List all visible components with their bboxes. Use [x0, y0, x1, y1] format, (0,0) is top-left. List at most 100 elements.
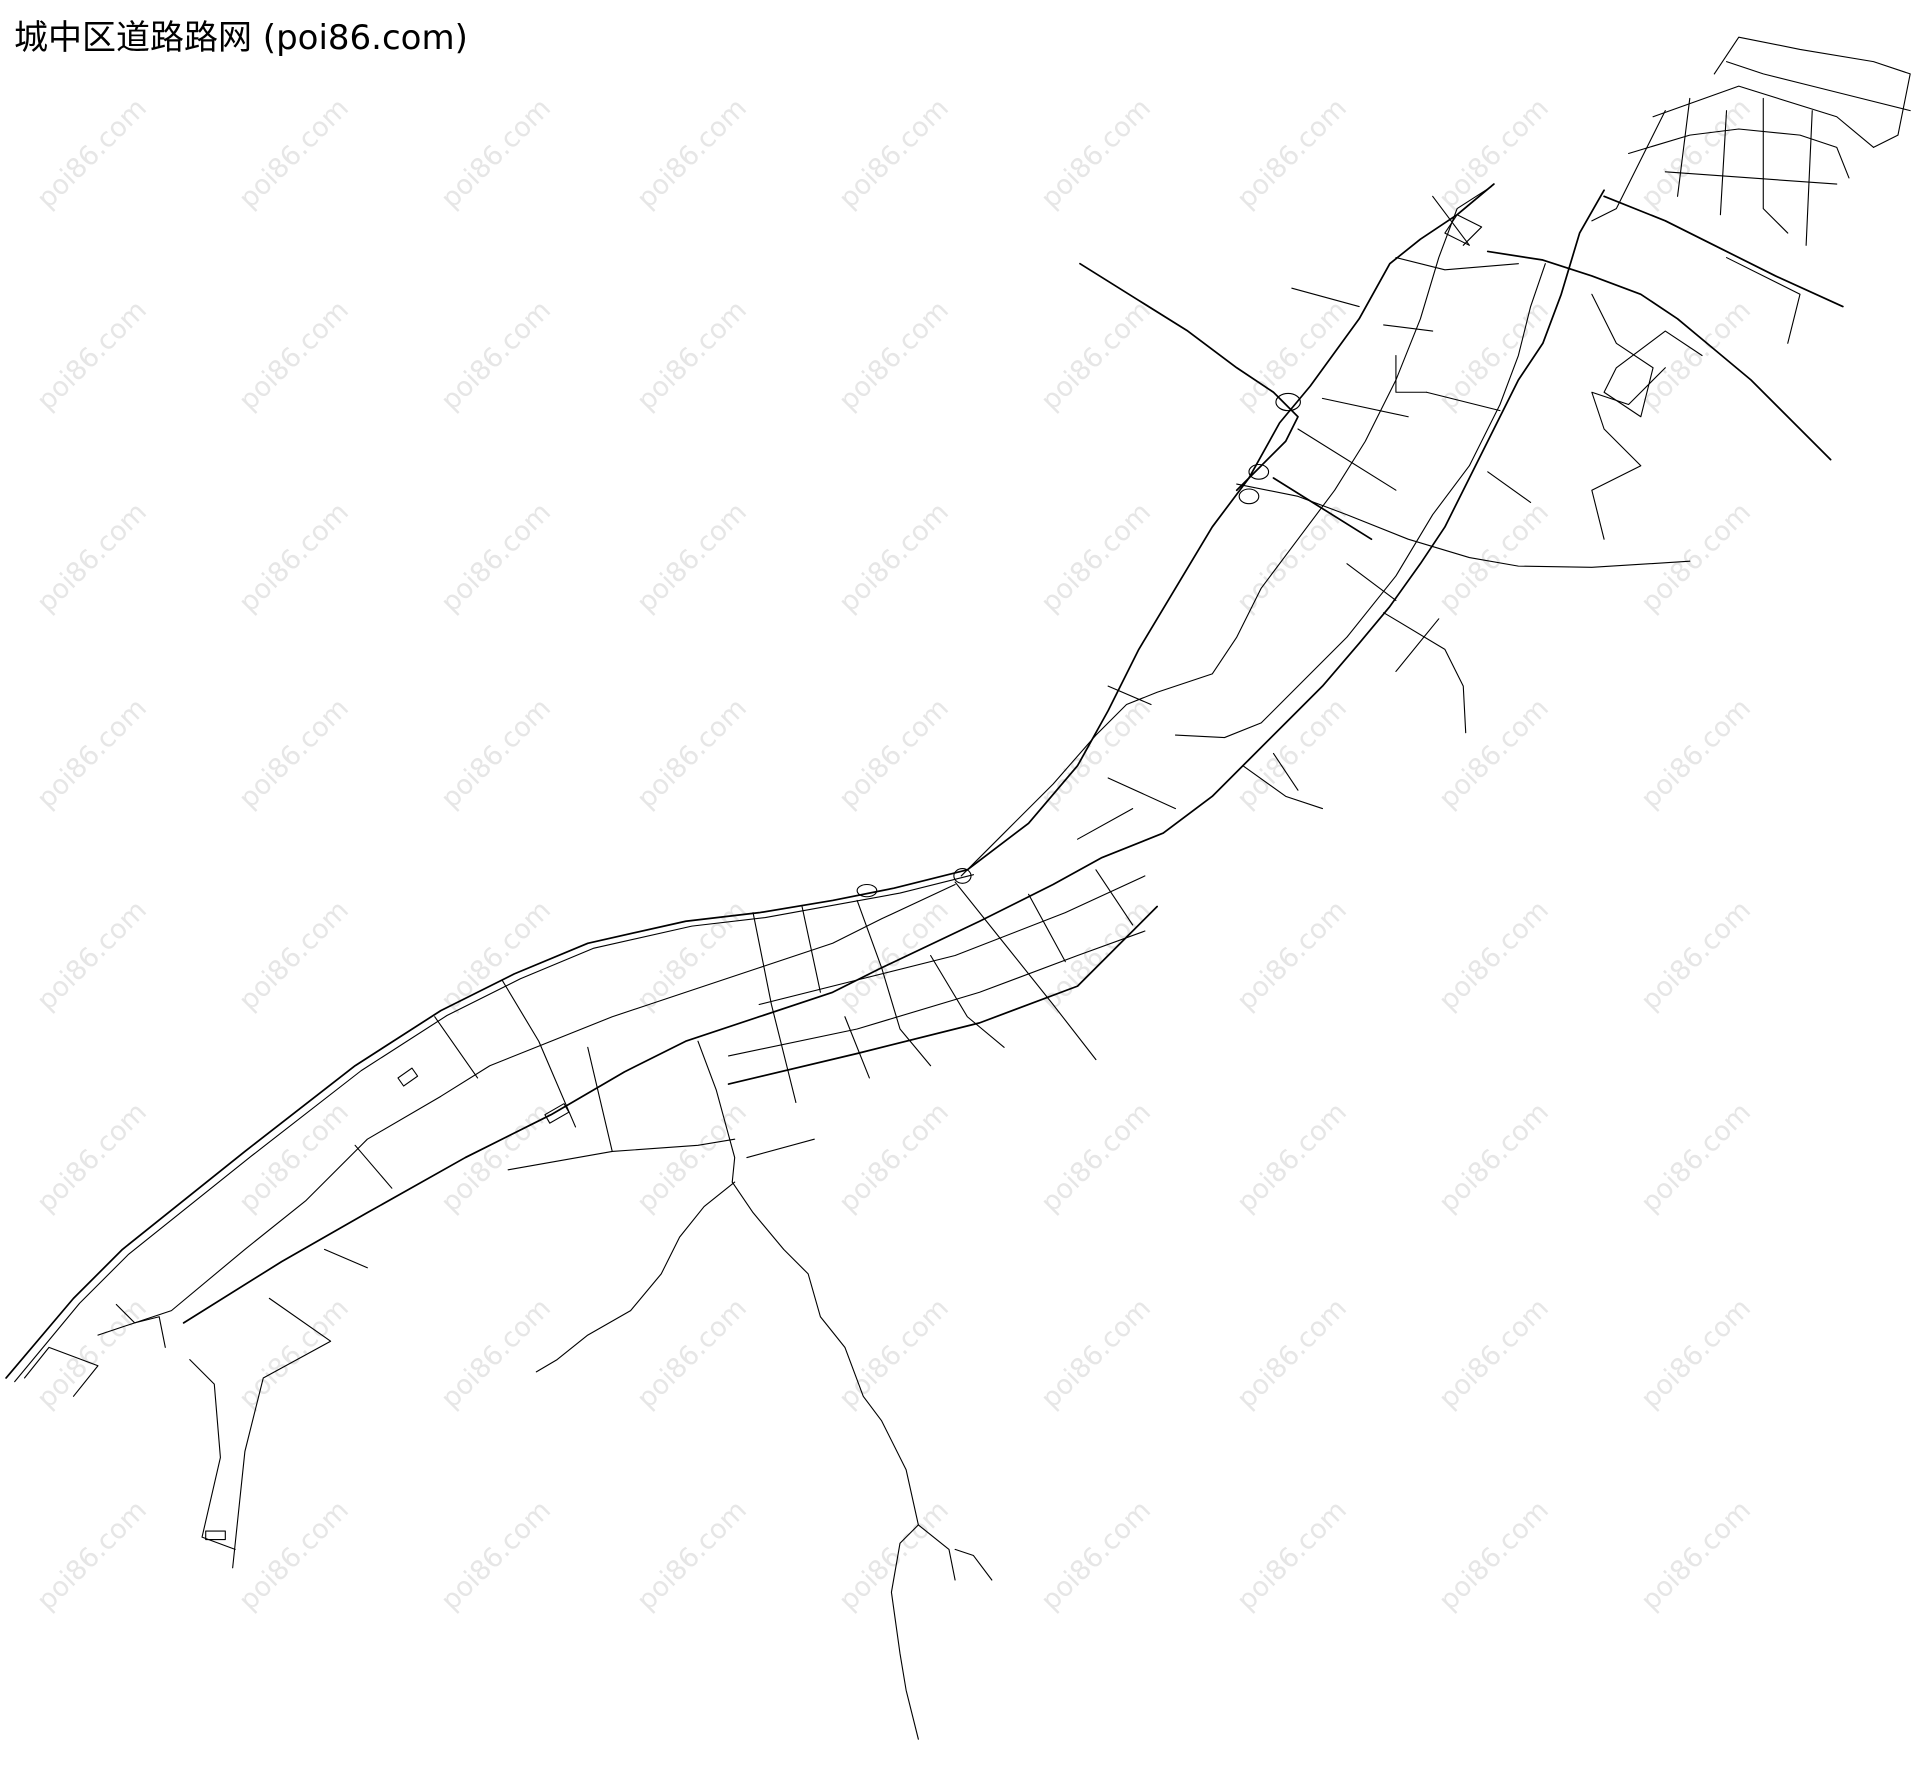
- northeast-grid-7: [1725, 257, 1801, 344]
- north-cross-2: [1395, 257, 1519, 271]
- watermark-text: poi86.com: [233, 1293, 355, 1415]
- watermark-text: poi86.com: [833, 1293, 955, 1415]
- northeast-road-3: [1725, 61, 1911, 112]
- watermark-text: poi86.com: [435, 295, 557, 417]
- watermark-text: poi86.com: [833, 497, 955, 619]
- watermark-text: poi86.com: [435, 895, 557, 1017]
- watermark-text: poi86.com: [1035, 295, 1157, 417]
- watermark-text: poi86.com: [833, 693, 955, 815]
- watermark-text: poi86.com: [1433, 895, 1555, 1017]
- west-side-road-2: [1107, 777, 1177, 810]
- grid-cross-1: [752, 912, 797, 1104]
- watermark-text: poi86.com: [435, 497, 557, 619]
- north-cross-8: [1272, 477, 1373, 541]
- watermark-text: poi86.com: [1231, 1293, 1353, 1415]
- watermark-text: poi86.com: [1433, 1495, 1555, 1617]
- curved-road: [960, 185, 1492, 877]
- watermark-text: poi86.com: [233, 895, 355, 1017]
- interchange-loop-4: [953, 868, 972, 884]
- watermark-text: poi86.com: [631, 1293, 753, 1415]
- main-axis-road: [182, 189, 1605, 1324]
- grid-cross-7: [1095, 869, 1134, 926]
- watermark-text: poi86.com: [233, 1495, 355, 1617]
- watermark-text: poi86.com: [1231, 1097, 1353, 1219]
- watermark-text: poi86.com: [631, 693, 753, 815]
- northeast-grid-6: [1591, 110, 1666, 222]
- map-title: 城中区道路路网 (poi86.com): [14, 18, 468, 58]
- loop-road: [1174, 263, 1546, 739]
- north-cross-9: [1346, 563, 1397, 601]
- mountain-road-south: [731, 1181, 919, 1740]
- grid-cross-6: [1028, 893, 1066, 963]
- watermark-text: poi86.com: [31, 497, 153, 619]
- north-cross-7: [1297, 428, 1397, 491]
- east-side-road-2: [1272, 752, 1299, 791]
- watermark-text: poi86.com: [31, 295, 153, 417]
- watermark-text: poi86.com: [1433, 93, 1555, 215]
- watermark-text: poi86.com: [631, 1495, 753, 1617]
- interchange-loop-1: [1275, 392, 1301, 412]
- watermark-text: poi86.com: [31, 1293, 153, 1415]
- watermark-text: poi86.com: [631, 295, 753, 417]
- town-road-8: [323, 1248, 368, 1269]
- north-cross-4: [1395, 354, 1428, 393]
- east-spur-2: [1395, 618, 1440, 672]
- town-road-7: [354, 1144, 393, 1189]
- northeast-grid-3: [1719, 110, 1728, 216]
- watermark-text: poi86.com: [435, 1495, 557, 1617]
- highway-north: [5, 183, 1495, 1379]
- watermark-text: poi86.com: [1433, 693, 1555, 815]
- watermark-text: poi86.com: [1635, 497, 1757, 619]
- town-road-4: [587, 1046, 613, 1152]
- northeast-road-4: [1628, 128, 1850, 179]
- watermark-text: poi86.com: [31, 1097, 153, 1219]
- interchange-loop-3: [1238, 488, 1260, 505]
- north-cross-1: [1291, 287, 1360, 308]
- interchange-loop-5: [856, 883, 878, 898]
- west-side-road-3: [1077, 808, 1134, 840]
- watermark-text: poi86.com: [233, 497, 355, 619]
- watermark-text: poi86.com: [435, 1293, 557, 1415]
- watermark-text: poi86.com: [1231, 93, 1353, 215]
- watermark-text: poi86.com: [1635, 1097, 1757, 1219]
- watermark-text: poi86.com: [31, 93, 153, 215]
- west-side-road-1: [1107, 685, 1152, 706]
- watermark-layer: poi86.com poi86.com poi86.com poi86.com poi8…: [31, 93, 1757, 1617]
- grid-long-3: [758, 875, 1146, 1006]
- grid-cross-3: [856, 899, 932, 1067]
- grid-long-2: [727, 905, 1158, 1085]
- watermark-text: poi86.com: [1035, 497, 1157, 619]
- watermark-text: poi86.com: [833, 1495, 955, 1617]
- grid-long-1: [728, 930, 1146, 1057]
- watermark-text: poi86.com: [1635, 693, 1757, 815]
- watermark-text: poi86.com: [833, 1097, 955, 1219]
- watermark-text: poi86.com: [1635, 295, 1757, 417]
- east-branch-road: [1236, 483, 1691, 568]
- watermark-text: poi86.com: [631, 93, 753, 215]
- watermark-text: poi86.com: [233, 693, 355, 815]
- watermark-text: poi86.com: [833, 295, 955, 417]
- northeast-road-1: [1486, 250, 1832, 461]
- hill-road-2: [1591, 367, 1666, 540]
- watermark-text: poi86.com: [435, 693, 557, 815]
- town-road-6: [434, 1016, 479, 1079]
- watermark-text: poi86.com: [31, 895, 153, 1017]
- town-road-12: [115, 1303, 166, 1348]
- grid-cross-5: [930, 954, 1005, 1048]
- town-road-11: [23, 1346, 99, 1397]
- interchange-north: [1432, 195, 1483, 246]
- watermark-text: poi86.com: [233, 295, 355, 417]
- grid-cross-2: [801, 905, 821, 993]
- northeast-road-2: [1603, 195, 1844, 308]
- watermark-text: poi86.com: [631, 497, 753, 619]
- north-cross-5: [1425, 391, 1501, 412]
- east-spur: [1383, 612, 1467, 734]
- watermark-text: poi86.com: [1433, 1293, 1555, 1415]
- town-road-5: [501, 979, 577, 1128]
- watermark-text: poi86.com: [31, 1495, 153, 1617]
- watermark-text: poi86.com: [833, 93, 955, 215]
- watermark-text: poi86.com: [435, 93, 557, 215]
- watermark-text: poi86.com: [1635, 1293, 1757, 1415]
- northwest-highway: [1079, 262, 1299, 492]
